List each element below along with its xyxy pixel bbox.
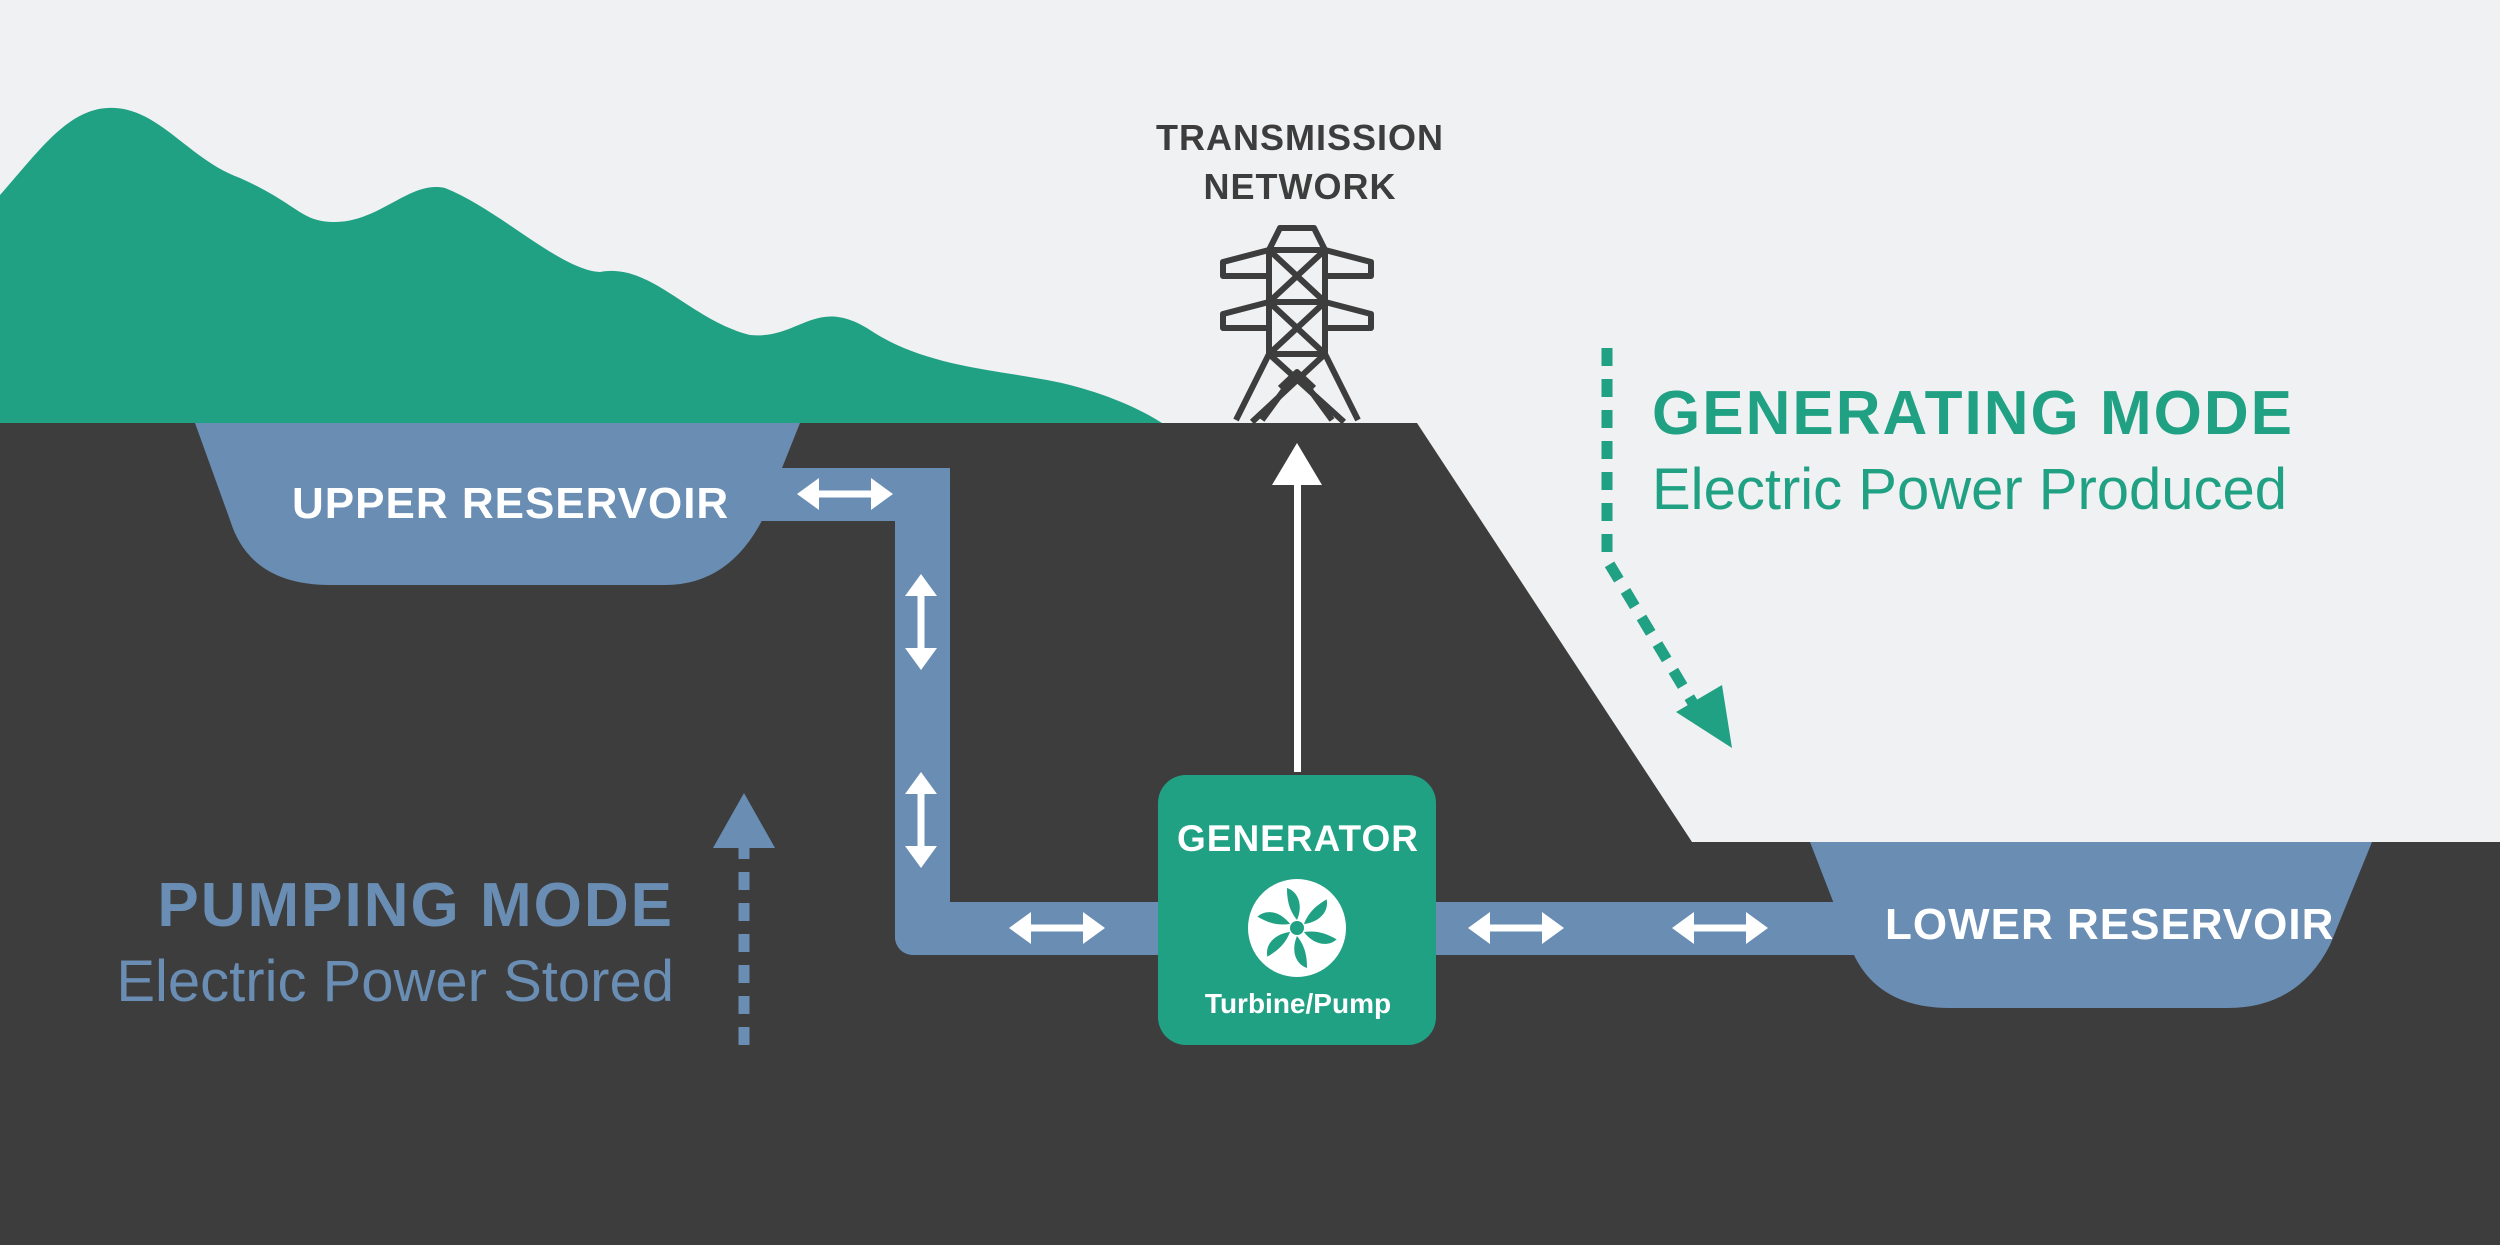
lower-reservoir-label: LOWER RESERVOIR <box>1885 900 2335 949</box>
transmission-label-line1: TRANSMISSION <box>1155 117 1444 158</box>
flow-arrows <box>797 478 1768 944</box>
lower-reservoir-water <box>1810 842 2372 1008</box>
generator-label: GENERATOR <box>1177 818 1419 859</box>
turbine-fan-icon <box>1248 879 1346 977</box>
upper-reservoir-label: UPPER RESERVOIR <box>292 479 730 528</box>
turbine-pump-label: Turbine/Pump <box>1204 988 1392 1019</box>
generating-mode-subtitle: Electric Power Produced <box>1652 457 2288 522</box>
pumping-mode-subtitle: Electric Power Stored <box>116 949 674 1014</box>
hills <box>0 107 1165 425</box>
transmission-network-label: TRANSMISSION NETWORK <box>1150 113 1450 211</box>
pumping-mode-title: PUMPING MODE <box>157 871 674 940</box>
generating-mode-title: GENERATING MODE <box>1652 379 2294 448</box>
transmission-label-line2: NETWORK <box>1203 166 1397 207</box>
pumping-mode-arrow <box>713 793 775 1045</box>
upper-reservoir-water <box>195 423 800 585</box>
transmission-tower-icon <box>1220 225 1374 425</box>
generating-mode-arrow <box>1601 348 1732 748</box>
power-output-arrow <box>1272 443 1322 772</box>
